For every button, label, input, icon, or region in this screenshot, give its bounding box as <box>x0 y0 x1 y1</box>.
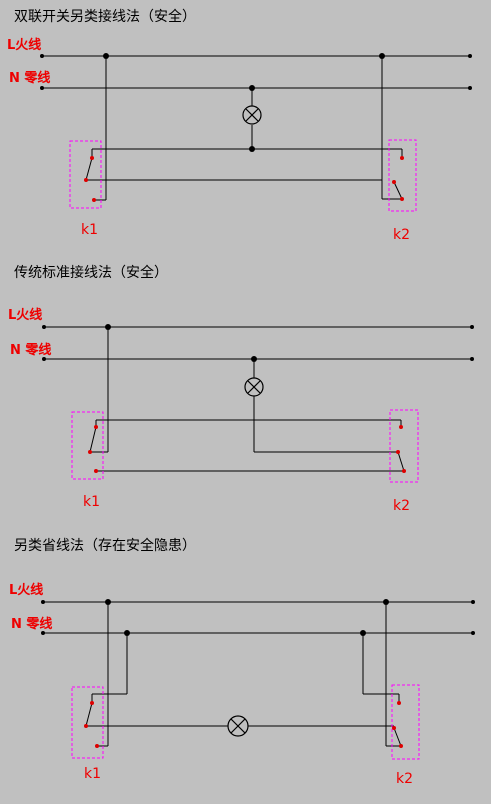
wire-end <box>41 600 45 604</box>
section-1-k2-box <box>388 139 417 212</box>
section-3-junction <box>124 630 130 636</box>
section-3-k1-label: k1 <box>84 766 101 782</box>
section-1-alternative-wiring: 双联开关另类接线法（安全） L火线 N 零线 <box>7 8 472 243</box>
switch-contact <box>392 726 396 730</box>
section-3-neutral-label: N 零线 <box>11 616 52 632</box>
wire-end <box>41 631 45 635</box>
section-3-k1-lever <box>85 702 93 727</box>
switch-contact <box>94 469 98 473</box>
switch-contact <box>402 469 406 473</box>
switch-contact <box>94 425 98 429</box>
wire-end <box>40 86 44 90</box>
switch-contact <box>84 724 88 728</box>
switch-contact <box>92 198 96 202</box>
section-2-junction <box>251 356 257 362</box>
section-2-line-label: L火线 <box>8 307 42 323</box>
section-3-junction <box>105 599 111 605</box>
wire-end <box>468 86 472 90</box>
switch-contact <box>397 701 401 705</box>
section-1-junction <box>103 53 109 59</box>
section-1-line-label: L火线 <box>7 37 41 53</box>
section-1-k1-lever <box>85 157 93 181</box>
section-1-k1-box <box>69 140 102 209</box>
section-1-title: 双联开关另类接线法（安全） <box>14 8 196 25</box>
section-3-wires <box>43 601 473 747</box>
section-1-lamp-icon <box>242 105 262 125</box>
switch-contact <box>84 178 88 182</box>
section-1-junction <box>249 146 255 152</box>
switch-contact <box>396 450 400 454</box>
wire-end <box>471 600 475 604</box>
section-2-k2-lever <box>397 451 405 472</box>
section-2-k1-box <box>71 411 104 480</box>
switch-contact <box>392 180 396 184</box>
switch-contact <box>90 156 94 160</box>
section-1-wires <box>42 55 470 201</box>
section-3-k2-label: k2 <box>396 771 413 787</box>
section-1-k2-label: k2 <box>393 227 410 243</box>
section-1-junction <box>249 85 255 91</box>
switch-contact <box>399 744 403 748</box>
wire-end <box>470 357 474 361</box>
switch-contact <box>399 425 403 429</box>
section-3-k2-box <box>391 684 420 760</box>
switch-contact <box>88 450 92 454</box>
section-2-title: 传统标准接线法（安全） <box>14 264 168 281</box>
wire-end <box>42 357 46 361</box>
section-3-junction <box>383 599 389 605</box>
section-2-lamp-icon <box>244 377 264 397</box>
section-3-lamp-icon <box>227 715 249 737</box>
section-3-junction <box>360 630 366 636</box>
section-3-wire-saving: 另类省线法（存在安全隐患） L火线 N 零线 <box>9 537 475 787</box>
section-2-wires <box>44 326 472 472</box>
switch-contact <box>90 701 94 705</box>
section-2-neutral-label: N 零线 <box>10 342 51 358</box>
section-2-junction <box>105 324 111 330</box>
switch-contact <box>400 156 404 160</box>
section-1-neutral-label: N 零线 <box>9 70 50 86</box>
wire-end <box>470 325 474 329</box>
section-2-standard-wiring: 传统标准接线法（安全） L火线 N 零线 <box>8 264 474 514</box>
switch-contact <box>400 197 404 201</box>
switch-contact <box>95 744 99 748</box>
section-3-k1-box <box>71 686 104 759</box>
section-1-k1-label: k1 <box>81 222 98 238</box>
section-1-k2-lever <box>393 181 403 200</box>
section-3-title: 另类省线法（存在安全隐患） <box>14 537 196 554</box>
section-2-k2-label: k2 <box>393 498 410 514</box>
wire-end <box>40 54 44 58</box>
wire-end <box>42 325 46 329</box>
section-2-k1-lever <box>89 426 97 453</box>
section-3-k2-lever <box>393 727 402 747</box>
wire-end <box>471 631 475 635</box>
section-2-k1-label: k1 <box>83 494 100 510</box>
section-3-line-label: L火线 <box>9 582 43 598</box>
wire-end <box>468 54 472 58</box>
section-1-junction <box>379 53 385 59</box>
